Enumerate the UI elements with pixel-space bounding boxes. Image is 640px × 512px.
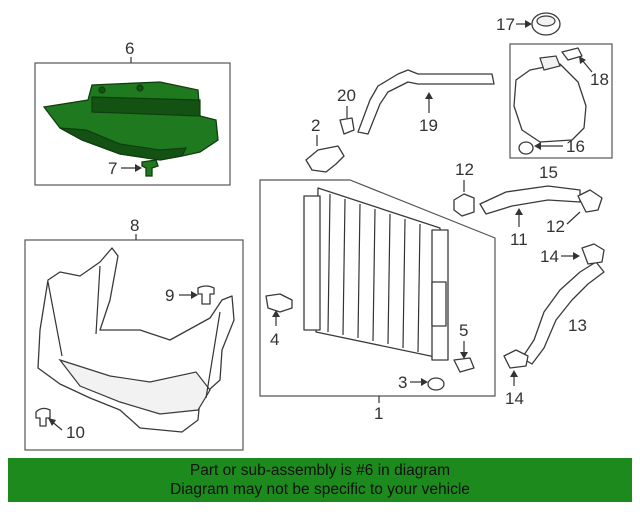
parts-diagram: 6 7 8 9 10 1: [24, 12, 613, 451]
baffle-hole: [136, 84, 144, 92]
callout-5-arrow: [460, 352, 468, 359]
callout-17[interactable]: 17: [496, 15, 515, 34]
part-1-box: [259, 179, 496, 397]
callout-14-second-arrow: [510, 370, 518, 377]
callout-9-arrow: [191, 291, 198, 299]
callout-19-arrow: [425, 92, 433, 99]
callout-18-arrow: [579, 56, 586, 64]
clamp-part-14[interactable]: [581, 243, 605, 265]
callout-4-arrow: [272, 310, 280, 317]
part-15-box: [509, 43, 613, 159]
deflector-edge: [47, 281, 63, 357]
callout-5[interactable]: 5: [459, 321, 468, 340]
callout-7[interactable]: 7: [108, 159, 117, 178]
baffle-hole: [98, 86, 106, 94]
callout-19[interactable]: 19: [419, 116, 438, 135]
callout-20[interactable]: 20: [337, 86, 356, 105]
banner-line-2: Diagram may not be specific to your vehi…: [170, 481, 470, 498]
baffle-rib: [91, 96, 201, 117]
part-15-group[interactable]: 15 16 17 18: [496, 12, 613, 182]
callout-8[interactable]: 8: [130, 216, 139, 235]
deflector-edge: [95, 265, 101, 335]
callout-15[interactable]: 15: [539, 163, 558, 182]
callout-16-arrow: [534, 142, 541, 150]
callout-6[interactable]: 6: [125, 39, 134, 58]
part-6-group[interactable]: 6 7: [34, 39, 231, 186]
radiator-core-fins: [327, 193, 421, 353]
reservoir-neck: [539, 55, 561, 71]
callout-17-arrow: [525, 20, 532, 28]
plug-part-5[interactable]: [453, 357, 475, 373]
callout-9[interactable]: 9: [165, 286, 174, 305]
callout-3[interactable]: 3: [398, 373, 407, 392]
callout-10[interactable]: 10: [66, 423, 85, 442]
radiator-bracket: [431, 281, 447, 327]
callout-18[interactable]: 18: [590, 70, 609, 89]
callout-4[interactable]: 4: [270, 330, 279, 349]
clamp-part-12-second[interactable]: [577, 189, 603, 213]
callout-16[interactable]: 16: [566, 137, 585, 156]
cap-part-16[interactable]: [518, 141, 534, 155]
baffle-lip: [59, 127, 188, 161]
radiator-left-tank: [303, 195, 321, 331]
part-8-group[interactable]: 8 9 10: [24, 216, 244, 451]
push-pin-part-9[interactable]: [197, 285, 215, 305]
callout-10-arrow: [48, 418, 56, 426]
drain-valve-part-4[interactable]: [265, 293, 293, 313]
clamp-part-12[interactable]: [453, 193, 475, 217]
banner-line-1: Part or sub-assembly is #6 in diagram: [189, 462, 451, 479]
callout-13[interactable]: 13: [568, 316, 587, 335]
deflector-edge: [205, 311, 221, 399]
push-pin-part-10[interactable]: [35, 407, 51, 427]
hose-group[interactable]: 11 12 12 13 14 14: [453, 160, 605, 408]
part-19-group[interactable]: 19 20: [337, 69, 495, 135]
callout-12-second-leader: [566, 211, 581, 225]
part-6-box: [34, 62, 231, 186]
callout-12-second[interactable]: 12: [546, 217, 565, 236]
callout-14-arrow: [573, 252, 580, 260]
callout-11-arrow: [515, 208, 523, 215]
hose-part-11[interactable]: [479, 185, 581, 215]
push-pin-part-7[interactable]: [141, 159, 159, 177]
hose-part-19[interactable]: [357, 69, 495, 135]
callout-3-arrow: [421, 378, 428, 386]
insulator-part-3[interactable]: [427, 377, 445, 391]
sensor-part-18[interactable]: [561, 47, 583, 61]
cap-top: [536, 15, 556, 27]
radiator-part-1[interactable]: [315, 187, 441, 359]
callout-14[interactable]: 14: [540, 247, 559, 266]
hose-part-13[interactable]: [521, 261, 605, 365]
callout-7-arrow: [135, 164, 142, 172]
callout-18-leader: [581, 59, 593, 73]
callout-11[interactable]: 11: [510, 230, 528, 249]
part-8-box: [24, 239, 244, 451]
callout-2[interactable]: 2: [311, 116, 320, 135]
bracket-part-2[interactable]: [305, 145, 345, 173]
reservoir-part-15[interactable]: [513, 63, 587, 143]
callout-1[interactable]: 1: [374, 404, 383, 423]
clip-part-20[interactable]: [339, 117, 355, 135]
clamp-part-14-second[interactable]: [503, 349, 529, 369]
deflector-floor: [58, 358, 211, 415]
callout-12[interactable]: 12: [455, 160, 474, 179]
fitment-banner: Part or sub-assembly is #6 in diagram Di…: [8, 458, 632, 502]
part-1-group[interactable]: 1 2 3 4 5: [259, 116, 496, 423]
callout-14-second[interactable]: 14: [505, 389, 524, 408]
